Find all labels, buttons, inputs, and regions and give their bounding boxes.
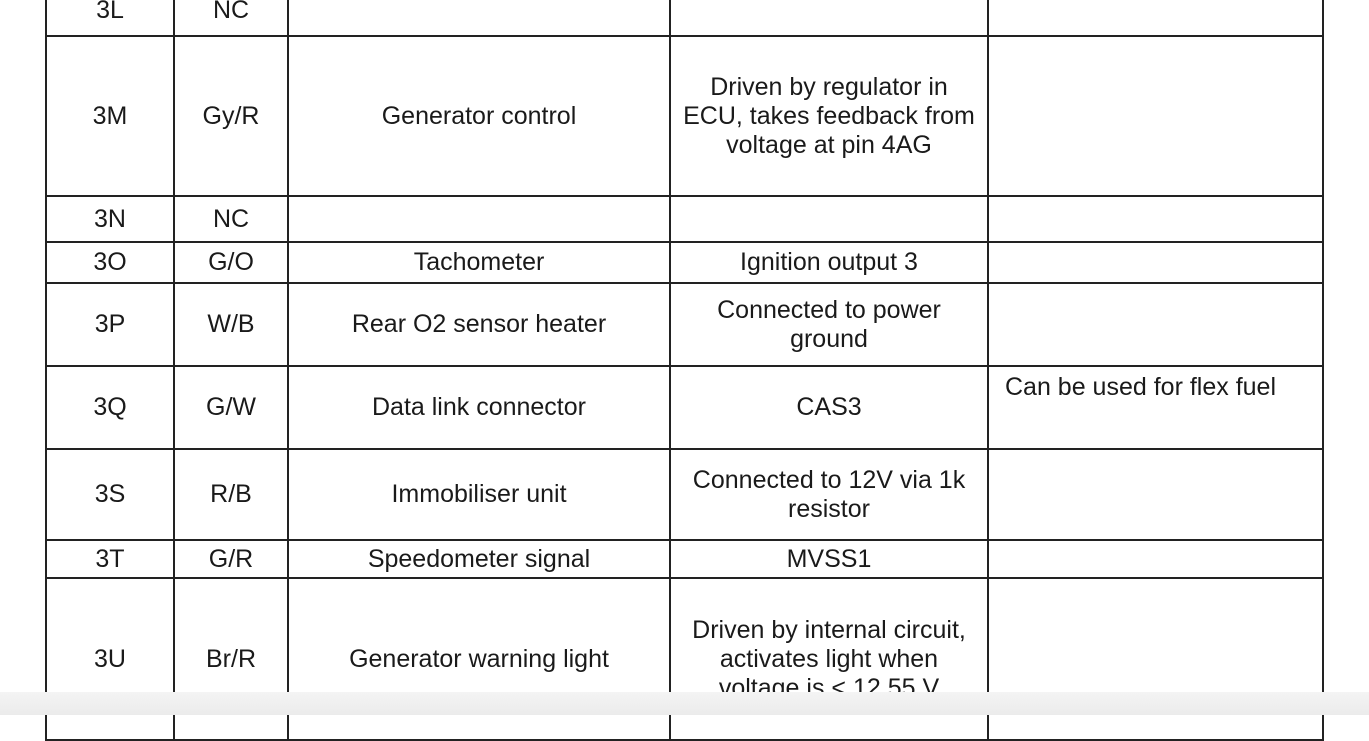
- table-row: 3T G/R Speedometer signal MVSS1: [45, 539, 1324, 579]
- pin-cell: 3Q: [45, 365, 175, 450]
- note-cell: [987, 448, 1324, 541]
- table-row: 3M Gy/R Generator control Driven by regu…: [45, 35, 1324, 197]
- table-row: 3N NC: [45, 195, 1324, 243]
- bottom-fade-strip: [0, 692, 1369, 715]
- function-cell: [287, 0, 671, 37]
- note-cell: [987, 577, 1324, 741]
- detail-cell: CAS3: [669, 365, 989, 450]
- note-cell: [987, 0, 1324, 37]
- detail-cell: MVSS1: [669, 539, 989, 579]
- function-cell: [287, 195, 671, 243]
- note-cell: [987, 539, 1324, 579]
- detail-cell: Connected to 12V via 1k resistor: [669, 448, 989, 541]
- detail-cell: Driven by regulator in ECU, takes feedba…: [669, 35, 989, 197]
- pin-cell: 3O: [45, 241, 175, 284]
- table-row: 3S R/B Immobiliser unit Connected to 12V…: [45, 448, 1324, 541]
- note-cell: Can be used for flex fuel: [987, 365, 1324, 450]
- note-cell: [987, 35, 1324, 197]
- function-cell: Rear O2 sensor heater: [287, 282, 671, 367]
- wire-color-cell: G/O: [173, 241, 289, 284]
- pin-cell: 3M: [45, 35, 175, 197]
- wire-color-cell: R/B: [173, 448, 289, 541]
- detail-cell: Driven by internal circuit, activates li…: [669, 577, 989, 741]
- table-row: 3O G/O Tachometer Ignition output 3: [45, 241, 1324, 284]
- wire-color-cell: W/B: [173, 282, 289, 367]
- wire-color-cell: Br/R: [173, 577, 289, 741]
- function-cell: Generator warning light: [287, 577, 671, 741]
- pinout-table-container: 3L NC 3M Gy/R Generator control Driven b…: [45, 0, 1324, 741]
- detail-cell: Connected to power ground: [669, 282, 989, 367]
- pin-cell: 3P: [45, 282, 175, 367]
- wire-color-cell: NC: [173, 0, 289, 37]
- detail-cell: [669, 0, 989, 37]
- detail-cell: Ignition output 3: [669, 241, 989, 284]
- note-cell: [987, 282, 1324, 367]
- note-cell: [987, 241, 1324, 284]
- wire-color-cell: Gy/R: [173, 35, 289, 197]
- function-cell: Data link connector: [287, 365, 671, 450]
- detail-cell: [669, 195, 989, 243]
- table-row: 3P W/B Rear O2 sensor heater Connected t…: [45, 282, 1324, 367]
- pinout-table: 3L NC 3M Gy/R Generator control Driven b…: [45, 0, 1324, 741]
- pin-cell: 3U: [45, 577, 175, 741]
- function-cell: Immobiliser unit: [287, 448, 671, 541]
- table-row: 3Q G/W Data link connector CAS3 Can be u…: [45, 365, 1324, 450]
- function-cell: Generator control: [287, 35, 671, 197]
- table-row: 3L NC: [45, 0, 1324, 37]
- table-row: 3U Br/R Generator warning light Driven b…: [45, 577, 1324, 741]
- pin-cell: 3T: [45, 539, 175, 579]
- wire-color-cell: G/R: [173, 539, 289, 579]
- pin-cell: 3N: [45, 195, 175, 243]
- note-cell: [987, 195, 1324, 243]
- pin-cell: 3S: [45, 448, 175, 541]
- wire-color-cell: NC: [173, 195, 289, 243]
- function-cell: Speedometer signal: [287, 539, 671, 579]
- wire-color-cell: G/W: [173, 365, 289, 450]
- pin-cell: 3L: [45, 0, 175, 37]
- function-cell: Tachometer: [287, 241, 671, 284]
